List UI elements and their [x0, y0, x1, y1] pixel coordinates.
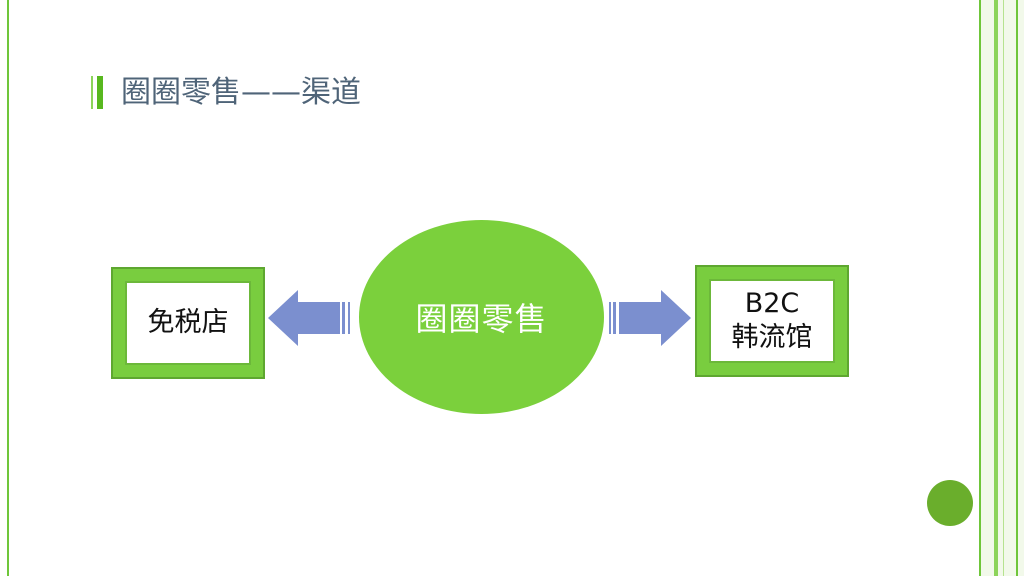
right-arrow-stripe — [613, 302, 616, 334]
title-accent-thin — [91, 76, 93, 109]
left-node: 免税店 — [125, 281, 251, 365]
frame-right-line — [1016, 0, 1018, 576]
left-arrow-stripe — [348, 302, 350, 334]
frame-right-line — [994, 0, 998, 576]
right-node-line1: B2C — [744, 288, 800, 319]
center-node: 圈圈零售 — [359, 220, 604, 414]
right-node-line2: 韩流馆 — [731, 322, 813, 353]
center-node-label: 圈圈零售 — [415, 300, 548, 338]
frame-right-line — [979, 0, 981, 576]
right-arrow — [609, 290, 691, 346]
right-arrow-stripe — [609, 302, 611, 334]
left-arrow-stripe — [342, 302, 345, 334]
decorative-green-dot — [927, 480, 973, 526]
title-accent-thick — [97, 76, 103, 109]
right-node-text: B2C 韩流馆 — [732, 287, 813, 355]
left-arrow — [268, 290, 350, 346]
title-accent-bars — [91, 76, 107, 109]
left-node-label: 免税店 — [147, 307, 229, 338]
left-arrow-shape — [268, 290, 340, 346]
page-title: 圈圈零售——渠道 — [121, 75, 361, 110]
right-node: B2C 韩流馆 — [709, 279, 835, 363]
frame-right-line — [1003, 0, 1004, 576]
frame-left-line — [7, 0, 9, 576]
right-arrow-shape — [619, 290, 691, 346]
